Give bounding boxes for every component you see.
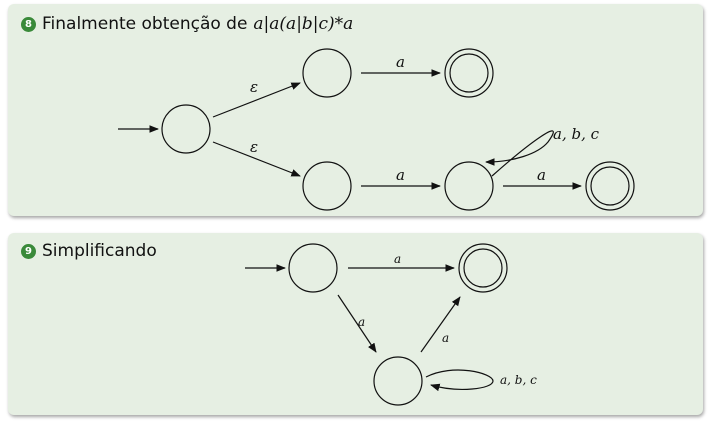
label-a-upper: a bbox=[396, 53, 405, 71]
regex-expression: a|a(a|b|c)*a bbox=[253, 14, 354, 34]
label-a-down: a bbox=[358, 315, 365, 329]
edge-eps-up bbox=[212, 82, 301, 118]
label-a-final: a bbox=[537, 166, 546, 184]
step-number-badge: 9 bbox=[21, 243, 36, 259]
block-heading: 8 Finalmente obtenção de a|a(a|b|c)*a bbox=[21, 14, 353, 34]
nfa-block-simplificando: 9 Simplificando a a a a, b, c bbox=[8, 233, 703, 415]
edge-loop bbox=[485, 130, 554, 177]
edge-a-up bbox=[420, 296, 461, 353]
state-final bbox=[458, 243, 508, 293]
state-lower-final-inner bbox=[590, 166, 630, 206]
block-title: Finalmente obtenção de bbox=[42, 14, 248, 34]
edge-a-down bbox=[337, 294, 377, 353]
state-loop bbox=[373, 356, 423, 406]
step-number-badge: 8 bbox=[21, 16, 36, 32]
label-a-direct: a bbox=[394, 252, 401, 266]
state-start bbox=[161, 104, 211, 154]
state-lower-1 bbox=[302, 161, 352, 211]
state-upper bbox=[302, 48, 352, 98]
state-lower-final bbox=[585, 161, 635, 211]
label-loop: a, b, c bbox=[553, 125, 600, 143]
state-final-inner bbox=[463, 248, 503, 288]
edge-loop bbox=[425, 369, 494, 392]
state-start bbox=[288, 243, 338, 293]
state-lower-2 bbox=[444, 161, 494, 211]
block-heading: 9 Simplificando bbox=[21, 241, 157, 261]
block-title: Simplificando bbox=[42, 241, 157, 261]
dfa-diagram: a a a a, b, c bbox=[245, 243, 537, 406]
edge-eps-down bbox=[212, 141, 301, 177]
state-upper-final bbox=[444, 48, 494, 98]
nfa-block-finalmente: 8 Finalmente obtenção de a|a(a|b|c)*a ε … bbox=[8, 4, 703, 216]
state-upper-final-inner bbox=[449, 53, 489, 93]
nfa-diagram: ε ε a a a a, b, c bbox=[118, 48, 635, 211]
label-eps-down: ε bbox=[250, 138, 258, 156]
label-a-up: a bbox=[442, 331, 449, 345]
label-a-lower: a bbox=[396, 166, 405, 184]
label-eps-up: ε bbox=[250, 78, 258, 96]
label-loop: a, b, c bbox=[500, 373, 537, 387]
